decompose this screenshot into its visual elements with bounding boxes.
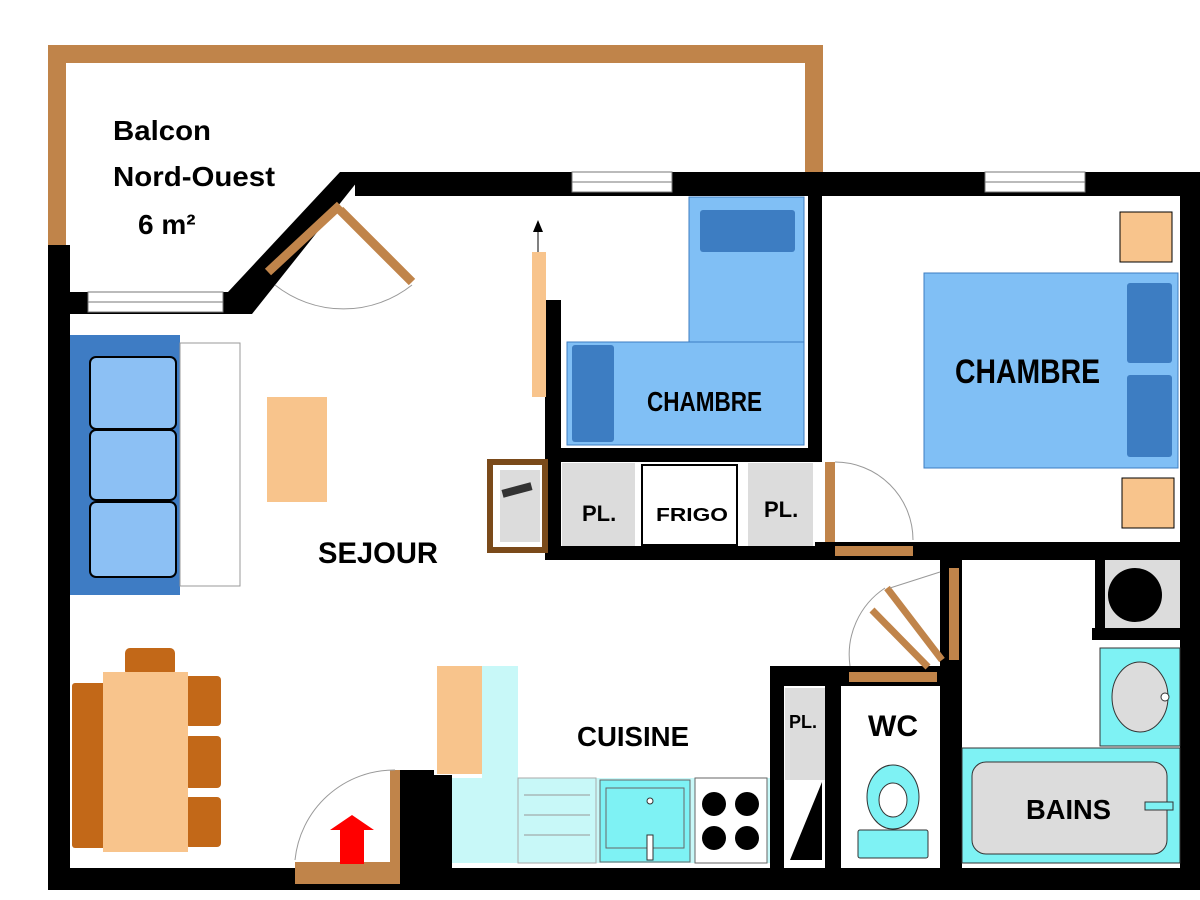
- bedroom-1-label: CHAMBRE: [647, 386, 762, 417]
- kitchen-sink: [599, 779, 691, 863]
- fridge: [641, 464, 738, 546]
- balcony-door: [264, 201, 416, 310]
- windows: [87, 171, 1086, 313]
- bedroom-door: [825, 461, 914, 556]
- toilet: [857, 764, 929, 859]
- interior-walls: [398, 190, 1200, 880]
- cupboard-wc-label: PL.: [789, 712, 817, 732]
- tv-stand: [487, 459, 548, 553]
- bunk-beds: [566, 196, 805, 446]
- wall-shelf: [532, 220, 546, 397]
- bedroom-2-label: CHAMBRE: [955, 353, 1100, 391]
- balcony-railing: [48, 45, 823, 245]
- cooktop: [694, 777, 768, 864]
- dining-set: [72, 648, 221, 852]
- sofa: [70, 335, 241, 595]
- kitchen-label: CUISINE: [577, 721, 689, 752]
- balcony-area-label: 6 m²: [138, 209, 196, 240]
- double-bed: [923, 272, 1179, 469]
- bathtub: [961, 747, 1181, 864]
- nightstand-top: [1119, 211, 1173, 263]
- living-room-label: SEJOUR: [318, 537, 438, 570]
- entrance-arrow-icon: [330, 815, 374, 864]
- nightstand-bottom: [1121, 477, 1175, 529]
- fridge-label: FRIGO: [656, 505, 728, 525]
- washing-machine: [1105, 560, 1180, 628]
- cupboard-wc: [785, 688, 825, 780]
- entrance-door: [294, 769, 400, 884]
- bathroom-label: BAINS: [1026, 794, 1111, 825]
- cupboard-left-label: PL.: [582, 501, 616, 526]
- balcony-name-label: Balcon: [113, 115, 211, 146]
- cupboard-right: [748, 463, 813, 546]
- water-heater: [785, 780, 825, 865]
- wc-doors: [848, 568, 959, 682]
- cupboard-right-label: PL.: [764, 497, 798, 522]
- coffee-table: [267, 397, 327, 502]
- washbasin: [1099, 647, 1181, 747]
- wc-label: WC: [868, 710, 918, 743]
- cupboard-left: [562, 463, 635, 546]
- balcony-orientation-label: Nord-Ouest: [113, 161, 275, 192]
